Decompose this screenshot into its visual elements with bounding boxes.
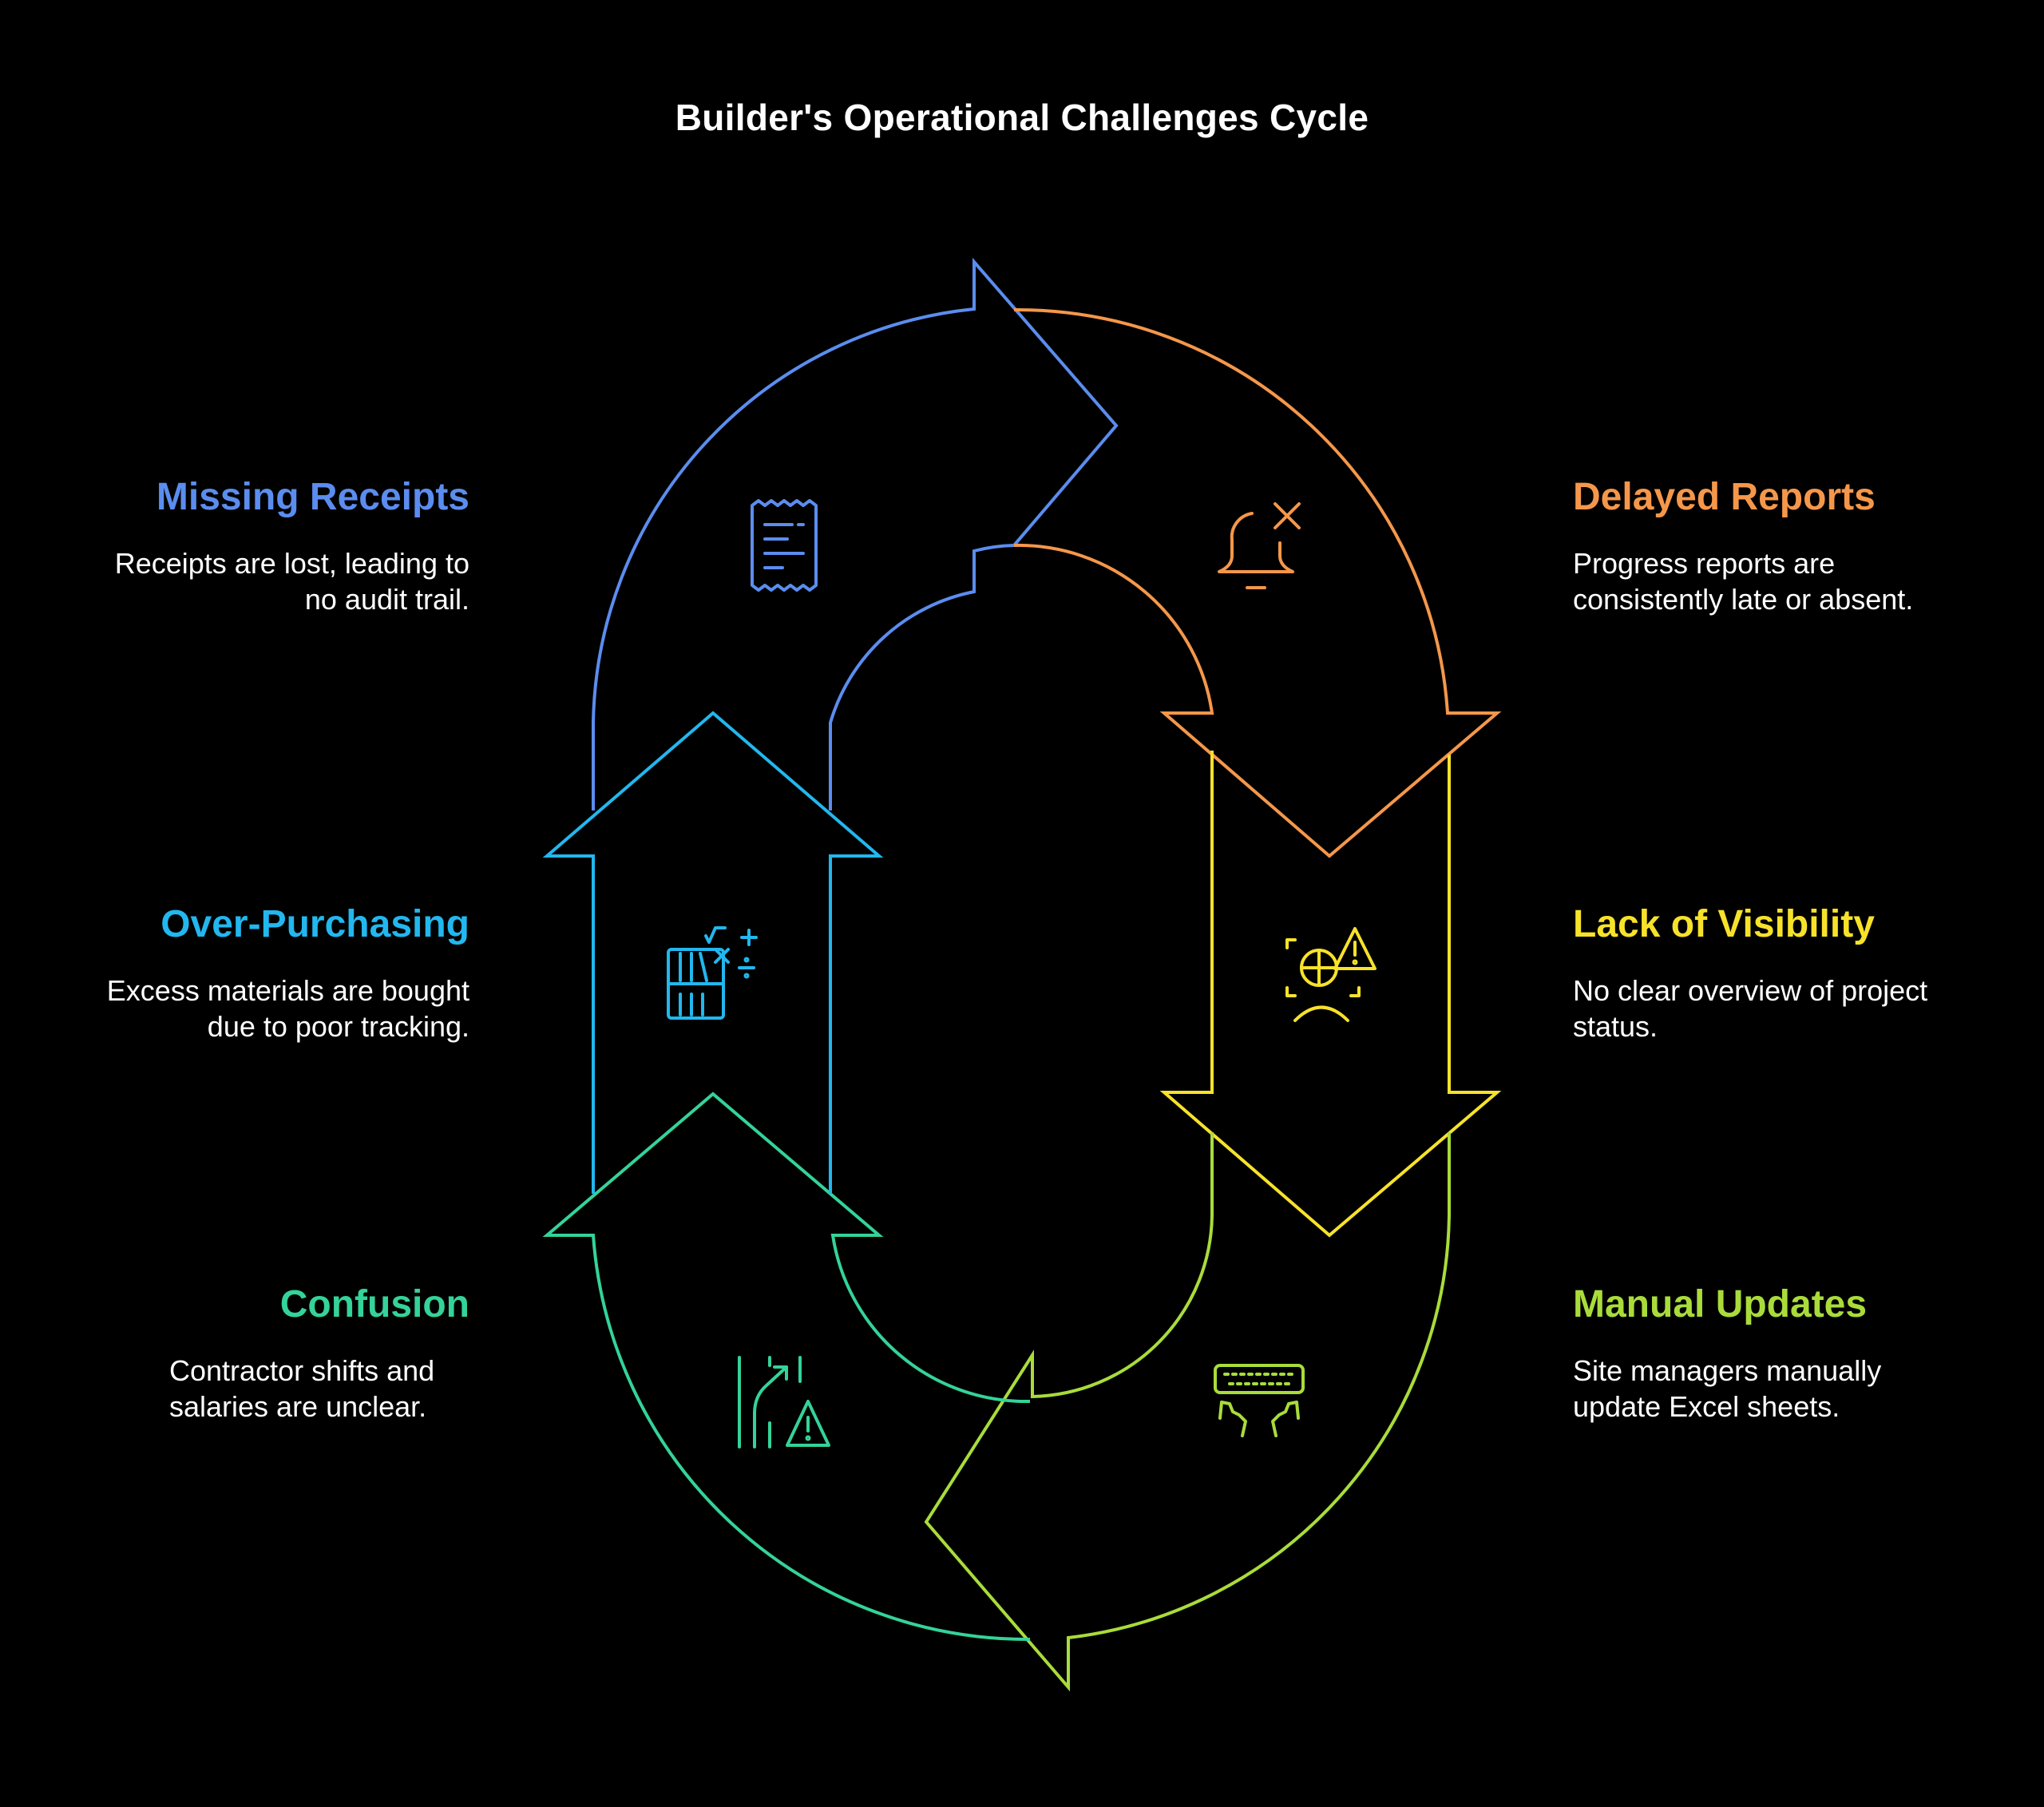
- confusion-arrow: [542, 1092, 1031, 1642]
- confusion-heading: Confusion: [279, 1283, 469, 1326]
- diagram-title: Builder's Operational Challenges Cycle: [675, 97, 1369, 138]
- receipt-icon: [751, 499, 818, 592]
- over-purchasing-arrow: [542, 711, 884, 1194]
- missing-receipts-arrow: [592, 257, 1119, 810]
- manual-updates-arrow: [924, 1132, 1451, 1692]
- lack-of-visibility-heading: Lack of Visibility: [1573, 903, 1875, 945]
- missing-receipts-description: Receipts are lost, leading to no audit t…: [114, 547, 469, 616]
- manual-updates-heading: Manual Updates: [1573, 1283, 1868, 1326]
- chart-warning-icon: [1285, 927, 1377, 1022]
- over-purchasing-heading: Over-Purchasing: [160, 903, 469, 945]
- over-purchasing-description: Excess materials are bought due to poor …: [106, 974, 469, 1043]
- delayed-reports-description: Progress reports are consistently late o…: [1573, 547, 1914, 616]
- typing-keyboard-icon: [1214, 1364, 1305, 1437]
- delayed-reports-arrow: [1013, 307, 1502, 858]
- inventory-math-icon: [667, 926, 758, 1020]
- bell-off-icon: [1218, 502, 1301, 589]
- lack-of-visibility-arrow: [1159, 751, 1502, 1238]
- confusion-description: Contractor shifts and salaries are uncle…: [169, 1354, 435, 1423]
- delayed-reports-heading: Delayed Reports: [1573, 476, 1876, 518]
- manual-updates-description: Site managers manually update Excel shee…: [1573, 1354, 1882, 1423]
- lack-of-visibility-description: No clear overview of project status.: [1573, 974, 1928, 1043]
- path-warning-icon: [738, 1356, 830, 1448]
- missing-receipts-heading: Missing Receipts: [156, 476, 469, 518]
